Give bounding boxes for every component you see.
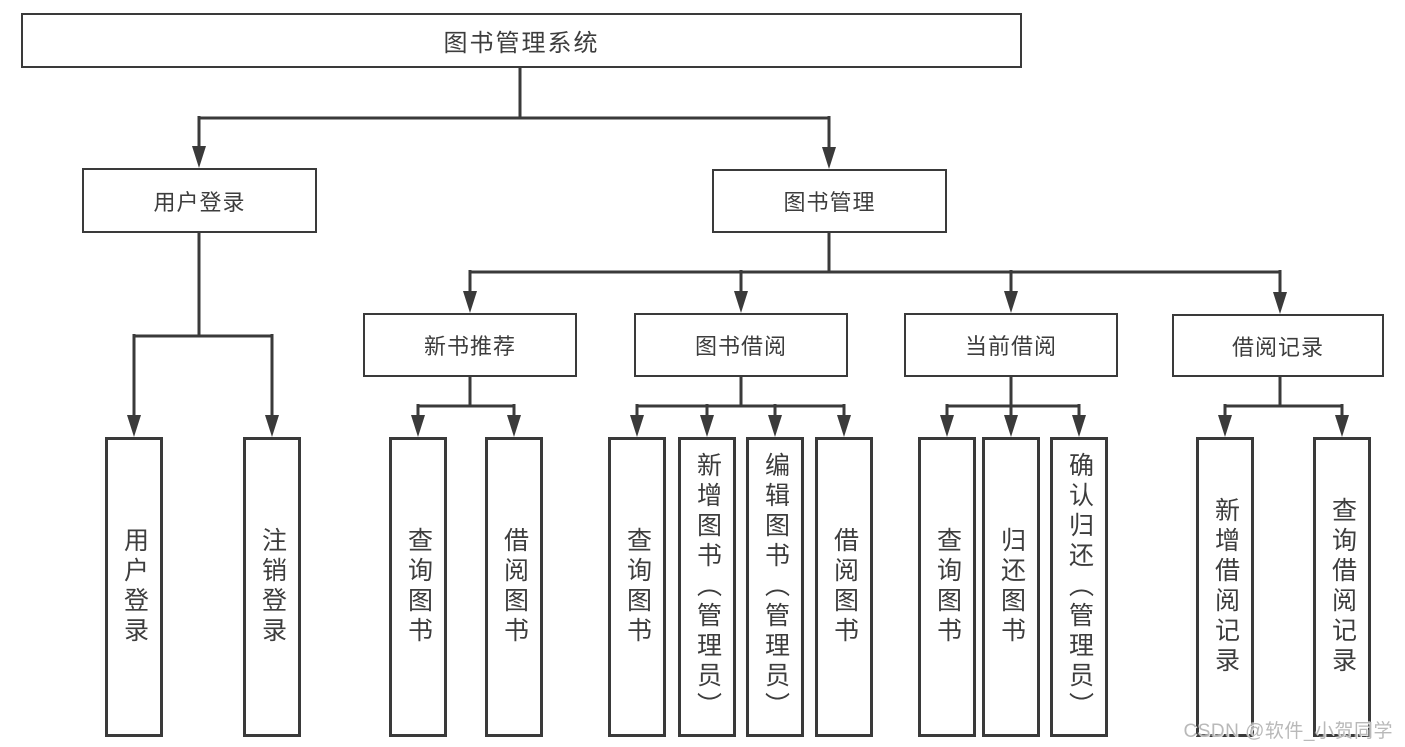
edge-user-login-to-leaves [132,233,274,419]
node-query-books-borrowing: 查询图书 [608,437,666,737]
csdn-watermark: CSDN @软件_小贺同学 [1183,721,1393,742]
edge-root-to-level2 [197,68,831,151]
node-borrowing-records: 借阅记录 [1172,314,1384,377]
node-logout-leaf: 注销登录 [243,437,301,737]
node-confirm-return-admin: 确认归还（管理员） [1050,437,1108,737]
node-borrow-books-recommend: 借阅图书 [485,437,543,737]
node-label: 用户登录 [120,527,149,647]
node-label: 图书借阅 [694,334,787,359]
node-label: 图书管理 [783,190,876,215]
node-label: 注销登录 [258,527,287,647]
edge-current-borrow-to-leaves [945,377,1081,419]
node-add-borrow-record: 新增借阅记录 [1196,437,1254,737]
node-label: 查询图书 [404,527,433,647]
node-current-borrowing: 当前借阅 [904,313,1118,377]
node-query-borrow-record: 查询借阅记录 [1313,437,1371,737]
node-label: 新增借阅记录 [1211,497,1240,677]
edge-new-books-to-leaves [416,377,516,419]
node-query-books-current: 查询图书 [918,437,976,737]
node-return-books: 归还图书 [982,437,1040,737]
node-label: 当前借阅 [964,334,1057,359]
node-user-login: 用户登录 [82,168,317,233]
node-library-management-system: 图书管理系统 [21,13,1022,68]
edge-book-borrow-to-leaves [635,377,846,419]
node-add-books-admin: 新增图书（管理员） [678,437,736,737]
node-label: 确认归还（管理员） [1065,452,1094,722]
node-label: 用户登录 [153,189,246,215]
node-user-login-leaf: 用户登录 [105,437,163,737]
node-query-books-recommend: 查询图书 [389,437,447,737]
node-book-borrowing: 图书借阅 [634,313,848,377]
node-label: 查询借阅记录 [1328,497,1357,677]
node-label: 查询图书 [623,527,652,647]
node-label: 借阅图书 [830,527,859,647]
node-label: 新增图书（管理员） [693,452,722,722]
edge-book-mgmt-to-level3 [468,233,1282,295]
node-label: 新书推荐 [423,334,516,359]
node-label: 查询图书 [933,527,962,647]
node-label: 归还图书 [997,527,1026,647]
node-label: 图书管理系统 [443,30,600,57]
edge-borrow-records-to-leaves [1223,377,1344,419]
node-new-book-recommend: 新书推荐 [363,313,577,377]
node-borrow-books-borrowing: 借阅图书 [815,437,873,737]
node-label: 借阅图书 [500,527,529,647]
node-label: 编辑图书（管理员） [761,452,790,722]
node-edit-books-admin: 编辑图书（管理员） [746,437,804,737]
node-book-management: 图书管理 [712,169,947,233]
node-label: 借阅记录 [1231,334,1324,360]
